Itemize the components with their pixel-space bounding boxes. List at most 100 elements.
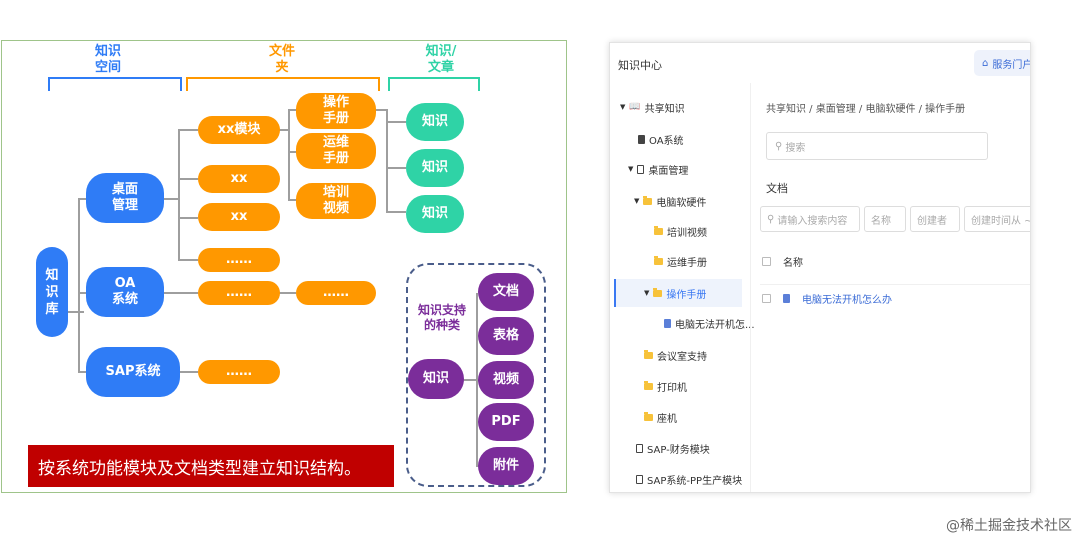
- section-title-documents: 文档: [766, 182, 788, 195]
- line: [386, 109, 388, 211]
- search-input[interactable]: ⚲ 搜索: [766, 132, 988, 160]
- line: [288, 199, 296, 201]
- knowledge-node-2: 知识: [406, 149, 464, 187]
- tree-item-sap-pp[interactable]: SAP系统-PP生产模块: [636, 469, 742, 489]
- tree-item-training-video[interactable]: 培训视频: [654, 221, 707, 241]
- tree-label: 培训视频: [667, 227, 707, 239]
- type-attachment: 附件: [478, 447, 534, 485]
- line: [178, 129, 180, 261]
- knowledge-types-root: 知识: [408, 359, 464, 399]
- source-credit: @稀土掘金技术社区: [946, 518, 1072, 534]
- search-icon: ⚲: [775, 140, 783, 152]
- type-video: 视频: [478, 361, 534, 399]
- folder-icon: [654, 255, 663, 265]
- folder-icon: [643, 195, 653, 205]
- tree-label: 座机: [657, 413, 677, 425]
- bracket-article: [388, 77, 480, 91]
- module-xx-2: xx: [198, 165, 280, 193]
- tree-item-printer[interactable]: 打印机: [644, 376, 687, 396]
- row-checkbox[interactable]: [762, 294, 771, 303]
- document-icon: [664, 318, 671, 328]
- select-all-checkbox[interactable]: [762, 256, 771, 266]
- document-icon: [637, 164, 645, 174]
- tree-label: 运维手册: [667, 257, 707, 269]
- tree-item-computer-hardware[interactable]: ▼ 电脑软硬件: [634, 191, 706, 211]
- tree-item-operation-manual[interactable]: ▼ 操作手册: [644, 283, 706, 303]
- filter-name-input[interactable]: 名称: [864, 206, 906, 232]
- tree-item-shared-knowledge[interactable]: ▼ 📖 共享知识: [620, 97, 685, 117]
- tree-label: OA系统: [649, 135, 684, 147]
- folder-icon: [644, 380, 653, 390]
- system-oa: OA 系统: [86, 267, 164, 317]
- filter-creator-input[interactable]: 创建者: [910, 206, 960, 232]
- folder-operation-manual: 操作 手册: [296, 93, 376, 129]
- search-icon: ⚲: [767, 213, 775, 225]
- panel-divider: [750, 83, 751, 492]
- filter-content-input[interactable]: ⚲ 请输入搜索内容: [760, 206, 860, 232]
- row-title-link[interactable]: 电脑无法开机怎么办: [802, 295, 892, 306]
- tree-label: 打印机: [657, 382, 687, 394]
- service-portal-button[interactable]: ⌂ 服务门户: [974, 50, 1030, 76]
- tree-item-desk-phone[interactable]: 座机: [644, 407, 677, 427]
- oa-sub-ellipsis: ……: [296, 281, 376, 305]
- tree-label: 电脑软硬件: [656, 197, 707, 209]
- line: [178, 178, 198, 180]
- filter-placeholder: 名称: [871, 215, 891, 227]
- home-icon: ⌂: [982, 57, 989, 69]
- panel-title: 知识中心: [618, 59, 662, 72]
- tree-selection-highlight: [614, 279, 742, 307]
- type-spreadsheet: 表格: [478, 317, 534, 355]
- system-desktop-management: 桌面 管理: [86, 173, 164, 223]
- bracket-space: [48, 77, 182, 91]
- root-knowledge-base: 知 识 库: [36, 247, 68, 337]
- caret-down-icon: ▼: [628, 165, 634, 173]
- caret-down-icon: ▼: [634, 197, 640, 205]
- header-folder: 文件 夹: [268, 44, 295, 75]
- tree-item-boot-failure-doc[interactable]: 电脑无法开机怎...: [664, 313, 755, 333]
- line: [164, 371, 198, 373]
- knowledge-structure-diagram: 知识 空间 文件 夹 知识/ 文章 知 识 库 桌面 管理 OA 系统 SAP系…: [1, 40, 567, 493]
- book-icon: 📖: [629, 102, 641, 112]
- module-xx-3: xx: [198, 203, 280, 231]
- tree-label: SAP系统-PP生产模块: [647, 475, 743, 487]
- line: [178, 217, 198, 219]
- caret-down-icon: ▼: [644, 289, 650, 297]
- column-name-header: 名称: [783, 257, 803, 269]
- summary-banner: 按系统功能模块及文档类型建立知识结构。: [28, 445, 394, 487]
- tree-item-meeting-room[interactable]: 会议室支持: [644, 345, 707, 365]
- module-ellipsis: ……: [198, 248, 280, 272]
- knowledge-types-label: 知识支持 的种类: [417, 303, 466, 332]
- table-row[interactable]: 电脑无法开机怎么办: [760, 284, 1030, 312]
- knowledge-node-1: 知识: [406, 103, 464, 141]
- header-knowledge-space: 知识 空间: [94, 44, 121, 75]
- tree-item-oa-system[interactable]: OA系统: [638, 129, 684, 149]
- caret-down-icon: ▼: [620, 103, 626, 111]
- tree-item-ops-manual[interactable]: 运维手册: [654, 251, 707, 271]
- folder-icon: [653, 287, 663, 297]
- tree-item-desktop-management[interactable]: ▼ 桌面管理: [628, 159, 688, 179]
- folder-training-video: 培训 视频: [296, 183, 376, 219]
- tree-label: 会议室支持: [657, 351, 707, 363]
- folder-icon: [654, 225, 663, 235]
- line: [288, 151, 296, 153]
- line: [288, 109, 296, 111]
- line: [164, 198, 180, 200]
- filter-placeholder: 创建者: [917, 215, 947, 227]
- document-icon: [636, 443, 643, 453]
- document-icon: [636, 474, 643, 484]
- line: [464, 379, 478, 381]
- filter-date-range[interactable]: 创建时间从 ~ 至: [964, 206, 1030, 232]
- tree-item-sap-finance[interactable]: SAP-财务模块: [636, 438, 710, 458]
- line: [278, 292, 296, 294]
- line: [68, 311, 84, 313]
- type-document: 文档: [478, 273, 534, 311]
- line: [78, 198, 88, 200]
- filter-placeholder: 请输入搜索内容: [777, 215, 848, 227]
- system-sap: SAP系统: [86, 347, 180, 397]
- line: [78, 292, 88, 294]
- line: [178, 129, 198, 131]
- line: [288, 109, 290, 201]
- line: [78, 371, 88, 373]
- knowledge-node-3: 知识: [406, 195, 464, 233]
- tree-label: SAP-财务模块: [647, 444, 710, 456]
